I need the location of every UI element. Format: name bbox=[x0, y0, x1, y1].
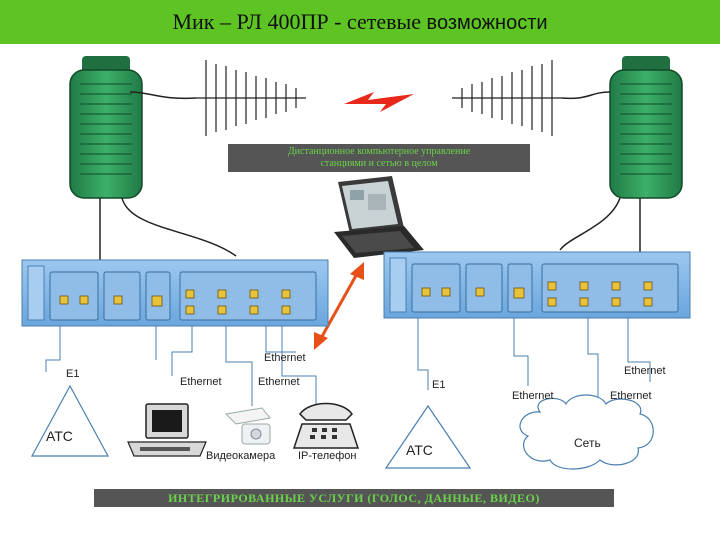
radio-unit-right bbox=[609, 56, 683, 199]
caption-line-2: станциями и сетью в целом bbox=[320, 158, 438, 169]
rack-right bbox=[383, 251, 691, 319]
antenna-left bbox=[196, 60, 306, 136]
rack-left bbox=[21, 259, 329, 327]
ats-label-right: АТС bbox=[406, 442, 433, 458]
cable-radio-rack-left-2 bbox=[121, 197, 237, 257]
ats-label-left: АТС bbox=[46, 428, 73, 444]
links-right bbox=[417, 318, 651, 400]
ats-left-shape bbox=[30, 384, 110, 457]
e1-label-left: E1 bbox=[66, 368, 80, 380]
camera-label: Видеокамера bbox=[206, 450, 276, 462]
title-capabilities: возможности bbox=[426, 12, 548, 34]
ip-phone-label: IP-телефон bbox=[298, 450, 357, 462]
laptop-icon bbox=[334, 176, 424, 258]
remote-management-caption: Дистанционное компьютерное управление ст… bbox=[228, 144, 530, 172]
title-network: - сетевые bbox=[334, 9, 422, 34]
ethernet-label-6: Ethernet bbox=[610, 390, 652, 402]
title-main: Мик – РЛ 400ПР - сетевые возможности bbox=[172, 9, 547, 35]
network-cloud-icon bbox=[519, 394, 654, 470]
caption-line-1: Дистанционное компьютерное управление bbox=[287, 146, 471, 157]
links-left bbox=[45, 326, 317, 406]
antenna-right bbox=[452, 60, 562, 136]
ethernet-label-2: Ethernet bbox=[180, 376, 222, 388]
ethernet-label-1: Ethernet bbox=[264, 352, 306, 364]
ethernet-label-4: Ethernet bbox=[624, 365, 666, 377]
e1-label-right: E1 bbox=[432, 379, 446, 391]
cable-radio-rack-right-2 bbox=[559, 197, 621, 251]
ethernet-label-3: Ethernet bbox=[258, 376, 300, 388]
cable-radio-antenna-right bbox=[561, 91, 611, 100]
radio-link-bolt-icon bbox=[344, 92, 414, 112]
pc-icon bbox=[127, 403, 207, 457]
integrated-services-banner: ИНТЕГРИРОВАННЫЕ УСЛУГИ (ГОЛОС, ДАННЫЕ, В… bbox=[94, 489, 614, 507]
camera-icon bbox=[224, 407, 271, 445]
title-device: Мик – РЛ 400ПР bbox=[172, 9, 329, 34]
ats-right-shape bbox=[384, 404, 472, 469]
management-link-arrow bbox=[314, 262, 364, 350]
cable-radio-antenna-left bbox=[129, 91, 197, 100]
radio-unit-left bbox=[69, 56, 143, 199]
ethernet-label-5: Ethernet bbox=[512, 390, 554, 402]
network-label: Сеть bbox=[574, 436, 601, 450]
ip-phone-icon bbox=[292, 402, 360, 449]
title-bar: Мик – РЛ 400ПР - сетевые возможности bbox=[0, 0, 720, 44]
